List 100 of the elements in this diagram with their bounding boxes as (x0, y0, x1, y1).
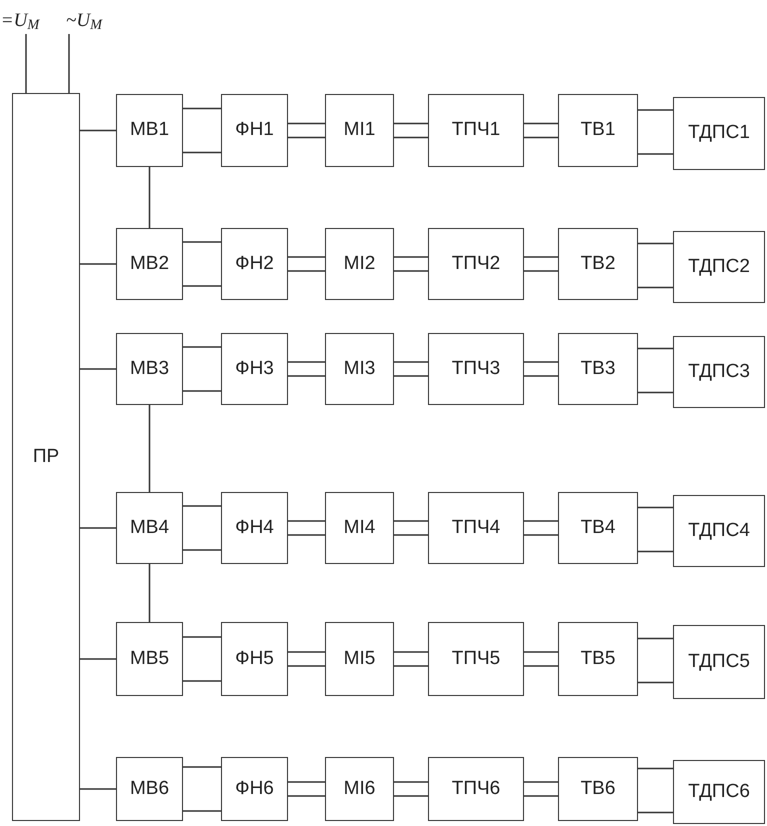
connector-line (394, 136, 428, 138)
module-box: ТПЧ6 (428, 757, 524, 821)
connector-line (183, 810, 221, 812)
module-box: МІ4 (325, 492, 394, 564)
connector-line (68, 34, 70, 93)
connector-line (394, 361, 428, 363)
module-box: ТВ6 (558, 757, 638, 821)
connector-line (288, 795, 325, 797)
module-box: ТПЧ2 (428, 228, 524, 300)
module-box: ТДПС5 (673, 625, 765, 699)
connector-line (524, 781, 558, 783)
connector-line (638, 506, 673, 508)
connector-line (183, 549, 221, 551)
connector-line (524, 256, 558, 258)
connector-line (524, 375, 558, 377)
connector-line (80, 263, 116, 265)
connector-line (394, 665, 428, 667)
connector-line (148, 405, 150, 492)
voltage-label: =U$_{M}$ (0, 6, 40, 34)
connector-line (288, 375, 325, 377)
connector-line (638, 812, 673, 814)
module-box: ТДПС4 (673, 495, 765, 567)
module-box: ТВ2 (558, 228, 638, 300)
module-box: ТПЧ5 (428, 622, 524, 696)
connector-line (638, 348, 673, 350)
module-box: ТДПС1 (673, 97, 765, 170)
connector-line (80, 658, 116, 660)
connector-line (524, 122, 558, 124)
connector-line (183, 108, 221, 110)
connector-line (638, 638, 673, 640)
module-box: ТВ5 (558, 622, 638, 696)
connector-line (524, 795, 558, 797)
connector-line (288, 520, 325, 522)
connector-line (394, 520, 428, 522)
connector-line (80, 368, 116, 370)
connector-line (80, 788, 116, 790)
module-box: ФН6 (221, 757, 288, 821)
module-box: ТПЧ4 (428, 492, 524, 564)
connector-line (183, 505, 221, 507)
connector-line (288, 256, 325, 258)
connector-line (638, 550, 673, 552)
connector-line (148, 167, 150, 228)
connector-line (183, 346, 221, 348)
connector-line (183, 390, 221, 392)
module-box: МВ4 (116, 492, 183, 564)
connector-line (183, 680, 221, 682)
connector-line (288, 781, 325, 783)
connector-line (394, 270, 428, 272)
module-box: МВ5 (116, 622, 183, 696)
connector-line (524, 651, 558, 653)
module-box: МІ2 (325, 228, 394, 300)
module-box: ФН4 (221, 492, 288, 564)
module-box: МВ2 (116, 228, 183, 300)
module-box: ТДПС2 (673, 231, 765, 303)
connector-line (638, 768, 673, 770)
connector-line (25, 34, 27, 93)
connector-line (288, 361, 325, 363)
module-box: ТДПС6 (673, 760, 765, 824)
connector-line (394, 256, 428, 258)
connector-line (524, 520, 558, 522)
power-box: ПР (12, 93, 80, 821)
connector-line (183, 766, 221, 768)
voltage-label: ~U$_{M}$ (58, 6, 110, 34)
connector-line (394, 534, 428, 536)
connector-line (288, 122, 325, 124)
connector-line (394, 651, 428, 653)
module-box: ФН5 (221, 622, 288, 696)
connector-line (288, 534, 325, 536)
module-box: МІ6 (325, 757, 394, 821)
connector-line (638, 286, 673, 288)
module-box: МВ3 (116, 333, 183, 405)
module-box: ТВ3 (558, 333, 638, 405)
connector-line (524, 361, 558, 363)
module-box: ТДПС3 (673, 336, 765, 408)
module-box: ТПЧ1 (428, 94, 524, 167)
connector-line (183, 241, 221, 243)
connector-line (638, 682, 673, 684)
module-box: ТВ4 (558, 492, 638, 564)
module-box: ФН2 (221, 228, 288, 300)
connector-line (80, 527, 116, 529)
connector-line (394, 781, 428, 783)
connector-line (524, 534, 558, 536)
module-box: МІ1 (325, 94, 394, 167)
connector-line (288, 270, 325, 272)
module-box: ФН3 (221, 333, 288, 405)
connector-line (288, 651, 325, 653)
connector-line (394, 375, 428, 377)
module-box: ФН1 (221, 94, 288, 167)
connector-line (183, 285, 221, 287)
connector-line (183, 152, 221, 154)
module-box: ТПЧ3 (428, 333, 524, 405)
connector-line (524, 665, 558, 667)
module-box: МІ5 (325, 622, 394, 696)
module-box: ТВ1 (558, 94, 638, 167)
module-box: МВ6 (116, 757, 183, 821)
connector-line (524, 270, 558, 272)
connector-line (524, 136, 558, 138)
connector-line (148, 564, 150, 622)
connector-line (638, 242, 673, 244)
connector-line (638, 392, 673, 394)
